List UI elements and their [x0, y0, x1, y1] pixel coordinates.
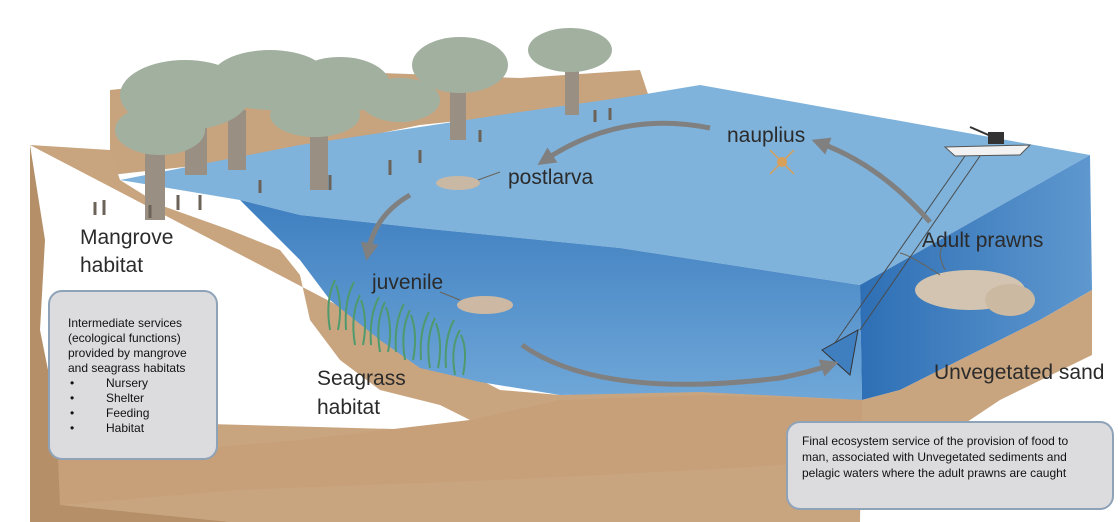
- final-service-box: Final ecosystem service of the provision…: [786, 421, 1114, 510]
- arrow-juvenile-to-adult: [520, 342, 839, 387]
- intermediate-heading-line: (ecological functions): [68, 331, 181, 345]
- arrow-nauplius-to-postlarva: [537, 120, 711, 165]
- intermediate-services-box: Intermediate services (ecological functi…: [48, 290, 218, 460]
- arrow-postlarva-to-juvenile: [360, 192, 412, 261]
- service-item-feeding: Feeding: [68, 406, 216, 421]
- label-mangrove-habitat-line2: habitat: [80, 254, 144, 277]
- adult-prawn: [899, 244, 1035, 316]
- postlarva-prawn: [436, 171, 501, 190]
- mangrove-roots: [93, 108, 612, 218]
- label-mangrove-habitat-line1: Mangrove: [80, 226, 174, 249]
- intermediate-heading-line: Intermediate services: [68, 316, 183, 330]
- sand-front-strip: [58, 395, 862, 505]
- label-postlarva: postlarva: [508, 166, 594, 189]
- final-service-line: pelagic waters where the adult prawns ar…: [802, 466, 1067, 480]
- water-surface: [120, 85, 1090, 285]
- intermediate-services-list: Nursery Shelter Feeding Habitat: [68, 376, 216, 436]
- intermediate-heading-line: provided by mangrove: [68, 346, 187, 360]
- arrow-adult-to-nauplius: [811, 137, 932, 224]
- seagrass-clumps: [327, 279, 467, 376]
- label-adult-prawns: Adult prawns: [922, 229, 1044, 252]
- service-item-shelter: Shelter: [68, 391, 216, 406]
- label-nauplius: nauplius: [727, 124, 806, 147]
- nauplius-larva: [769, 149, 795, 175]
- service-item-habitat: Habitat: [68, 421, 216, 436]
- intermediate-heading-line: and seagrass habitats: [68, 361, 186, 375]
- sand-bottom-right: [862, 290, 1092, 460]
- label-seagrass-habitat-line1: Seagrass: [317, 367, 406, 390]
- left-land-side: [30, 145, 230, 522]
- label-unvegetated-sand: Unvegetated sand: [934, 361, 1105, 384]
- label-juvenile: juvenile: [372, 271, 444, 294]
- label-seagrass-habitat-line2: habitat: [317, 396, 381, 419]
- juvenile-prawn: [439, 291, 513, 314]
- final-service-line: man, associated with Unvegetated sedimen…: [802, 450, 1067, 464]
- final-service-line: Final ecosystem service of the provision…: [802, 434, 1069, 448]
- mangrove-trees: [115, 28, 612, 220]
- fishing-boat: [943, 126, 1032, 157]
- service-item-nursery: Nursery: [68, 376, 216, 391]
